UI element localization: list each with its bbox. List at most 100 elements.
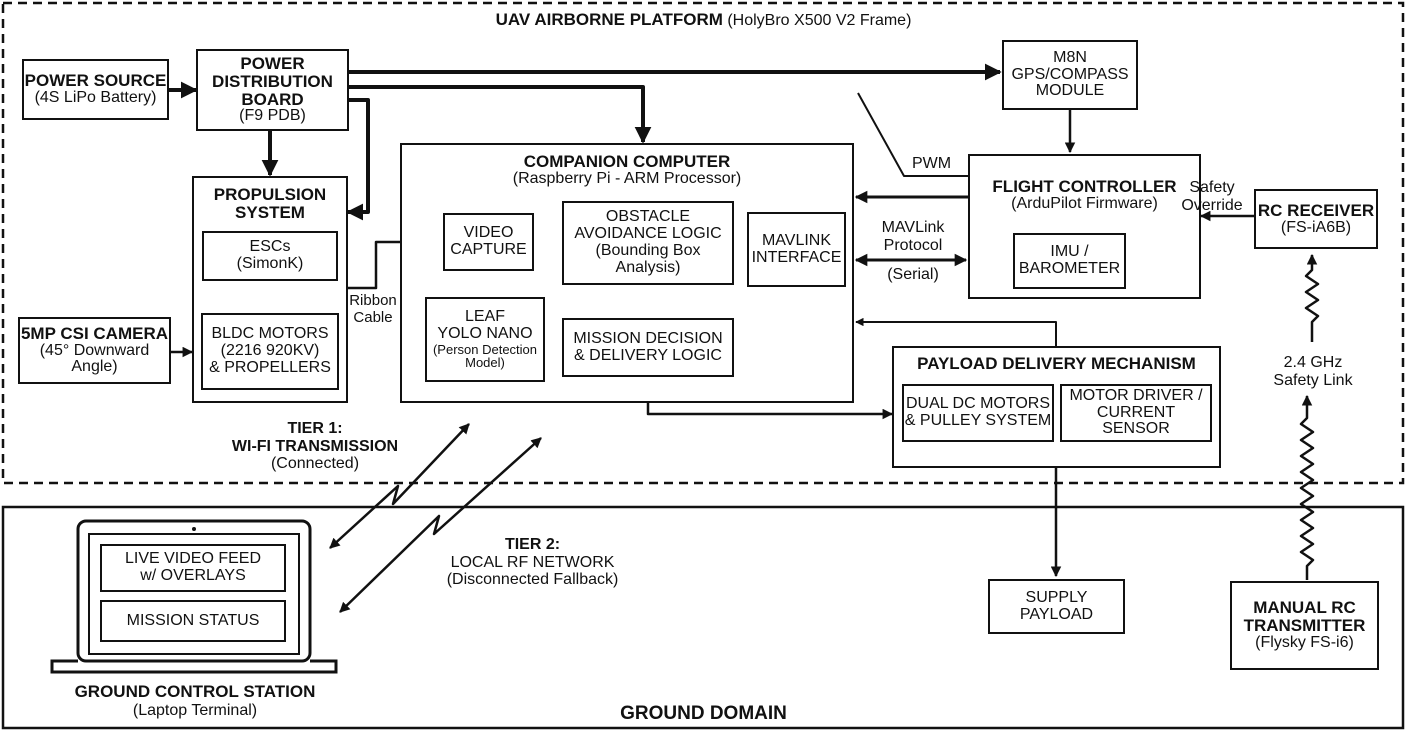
video-capture-l1: VIDEO: [463, 224, 514, 242]
leaf-l1: LEAF: [464, 308, 505, 326]
escs-sub: (SimonK): [236, 255, 304, 272]
pwm-label: PWM: [912, 155, 952, 172]
dual-dc-motors-box: DUAL DC MOTORS & PULLEY SYSTEM: [902, 384, 1054, 442]
camera-l2: (45° Downward: [39, 341, 150, 359]
pdb-title-1: POWER: [240, 53, 305, 73]
pdb-title-2: DISTRIBUTION: [212, 71, 333, 91]
mavlink-protocol-l1: MAVLink: [881, 219, 945, 236]
leaf-l2: YOLO NANO: [437, 324, 533, 342]
supply-l1: SUPPLY: [1025, 588, 1088, 606]
obstacle-l4: Analysis): [615, 258, 681, 276]
arrow-pdb-to-companion: [349, 85, 652, 144]
power-source-box: POWER SOURCE (4S LiPo Battery): [22, 59, 169, 120]
imu-l1: IMU /: [1050, 243, 1089, 261]
power-source-sub: (4S LiPo Battery): [34, 89, 157, 107]
ground-domain-frame: [1, 505, 1405, 730]
ground-domain-title: GROUND DOMAIN: [620, 703, 787, 724]
camera-box: 5MP CSI CAMERA (45° Downward Angle): [18, 317, 171, 384]
propulsion-title-2: SYSTEM: [235, 202, 305, 222]
manual-rc-transmitter-box: MANUAL RC TRANSMITTER (Flysky FS-i6): [1230, 581, 1379, 670]
rf-link-upper: [1304, 253, 1320, 342]
airborne-domain-frame: [1, 1, 1405, 485]
tier2-l3: (Disconnected Fallback): [446, 571, 619, 589]
arrow-payload-to-companion: [855, 317, 1057, 346]
laptop-icon: [50, 519, 338, 674]
video-capture-l2: CAPTURE: [450, 241, 527, 258]
obstacle-avoidance-box: OBSTACLE AVOIDANCE LOGIC (Bounding Box A…: [562, 201, 734, 285]
arrow-pdb-to-propulsion-side: [346, 98, 370, 221]
gcs-sub: (Laptop Terminal): [132, 701, 258, 719]
camera-title: 5MP CSI CAMERA: [20, 323, 169, 343]
camera-l3: Angle): [71, 358, 118, 376]
escs-label: ESCs: [249, 238, 291, 256]
safety-override-l1: Safety: [1189, 179, 1235, 196]
mission-decision-box: MISSION DECISION & DELIVERY LOGIC: [562, 318, 734, 377]
rc-receiver-title: RC RECEIVER: [1257, 200, 1375, 220]
rf-link-lower: [1299, 394, 1315, 580]
mavlink-iface-l1: MAVLINK: [761, 231, 832, 249]
obstacle-l2: AVOIDANCE LOGIC: [574, 225, 722, 243]
transmitter-l3: (Flysky FS-i6): [1255, 633, 1354, 651]
imu-l2: BAROMETER: [1018, 260, 1121, 277]
ribbon-cable-label: Ribbon Cable: [346, 292, 400, 326]
supply-l2: PAYLOAD: [1019, 605, 1094, 623]
mavlink-protocol-label: MAVLink Protocol: [868, 219, 958, 254]
pdb-title-3: BOARD: [241, 89, 304, 109]
tier2-l2: LOCAL RF NETWORK: [450, 553, 615, 571]
mission-l1: MISSION DECISION: [573, 329, 723, 347]
video-capture-box: VIDEO CAPTURE: [443, 213, 534, 271]
bldc-motors-box: BLDC MOTORS (2216 920KV) & PROPELLERS: [201, 313, 339, 390]
obstacle-l3: (Bounding Box: [595, 242, 701, 259]
ribbon-l1: Ribbon: [349, 292, 397, 309]
driver-l1: MOTOR DRIVER /: [1069, 386, 1203, 404]
imu-barometer-box: IMU / BAROMETER: [1013, 233, 1126, 289]
video-feed-l2: w/ OVERLAYS: [140, 567, 246, 584]
motors-l1: BLDC MOTORS: [211, 325, 329, 343]
tier1-label: TIER 1: WI-FI TRANSMISSION (Connected): [205, 420, 425, 473]
airborne-header: UAV AIRBORNE PLATFORM (HolyBro X500 V2 F…: [0, 10, 1407, 30]
tier1-l1: TIER 1:: [287, 420, 343, 437]
mavlink-protocol-serial: (Serial): [887, 266, 939, 283]
transmitter-l2: TRANSMITTER: [1243, 616, 1366, 636]
fc-title: FLIGHT CONTROLLER: [992, 177, 1177, 196]
obstacle-l1: OBSTACLE: [605, 208, 691, 226]
mission-status-panel: MISSION STATUS: [100, 600, 286, 642]
dual-motors-l1: DUAL DC MOTORS: [905, 395, 1050, 413]
leaf-yolo-box: LEAF YOLO NANO (Person Detection Model): [425, 297, 545, 382]
safety-override-label: Safety Override: [1172, 179, 1252, 214]
tier1-l2: WI-FI TRANSMISSION: [231, 437, 399, 455]
pwm-line: [857, 92, 968, 177]
escs-box: ESCs (SimonK): [202, 231, 338, 281]
wifi-link-tier2: [339, 437, 542, 613]
gcs-label: GROUND CONTROL STATION (Laptop Terminal): [40, 682, 350, 719]
companion-sub: (Raspberry Pi - ARM Processor): [512, 169, 742, 187]
mavlink-iface-l2: INTERFACE: [751, 248, 842, 266]
rc-receiver-box: RC RECEIVER (FS-iA6B): [1254, 189, 1378, 249]
propulsion-title-1: PROPULSION: [213, 185, 327, 204]
safety-override-l2: Override: [1181, 196, 1243, 214]
fc-sub: (ArduPilot Firmware): [1011, 194, 1158, 212]
tier1-l3: (Connected): [270, 455, 360, 473]
airborne-subtitle: (HolyBro X500 V2 Frame): [727, 12, 912, 29]
tier2-label: TIER 2: LOCAL RF NETWORK (Disconnected F…: [425, 536, 640, 589]
dual-motors-l2: & PULLEY SYSTEM: [904, 412, 1052, 429]
leaf-l3: (Person Detection: [432, 341, 538, 357]
supply-payload-box: SUPPLY PAYLOAD: [988, 579, 1125, 634]
gps-l1: M8N: [1053, 48, 1087, 66]
mavlink-protocol-l2: Protocol: [883, 236, 943, 254]
mavlink-interface-box: MAVLINK INTERFACE: [747, 212, 846, 287]
leaf-l4: Model): [465, 355, 505, 371]
ribbon-l2: Cable: [353, 308, 393, 326]
driver-l2: CURRENT SENSOR: [1096, 403, 1176, 438]
video-feed-l1: LIVE VIDEO FEED: [124, 550, 262, 568]
gps-l2: GPS/COMPASS: [1011, 65, 1129, 83]
gps-compass-box: M8N GPS/COMPASS MODULE: [1002, 40, 1138, 110]
payload-title: PAYLOAD DELIVERY MECHANISM: [917, 354, 1196, 373]
motors-l3: & PROPELLERS: [209, 358, 331, 376]
pdb-box: POWER DISTRIBUTION BOARD (F9 PDB): [196, 49, 349, 131]
live-video-feed-panel: LIVE VIDEO FEED w/ OVERLAYS: [100, 544, 286, 592]
safety-link-l1: 2.4 GHz: [1283, 354, 1343, 371]
airborne-title: UAV AIRBORNE PLATFORM: [495, 10, 723, 29]
power-source-title: POWER SOURCE: [24, 71, 167, 91]
pdb-sub: (F9 PDB): [239, 107, 306, 125]
